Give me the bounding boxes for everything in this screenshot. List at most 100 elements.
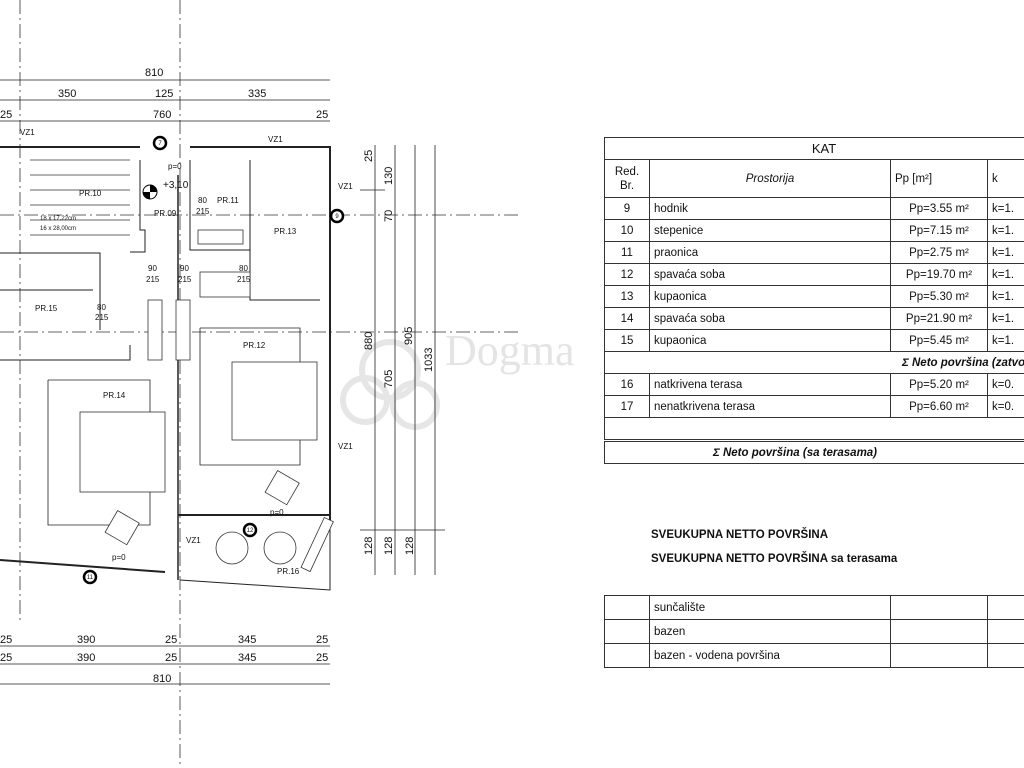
room-label-pr16: PR.16 [277, 567, 300, 576]
cell-area: Pp=19.70 m² [890, 263, 988, 286]
wall-type-label: VZ1 [338, 442, 353, 451]
door-height: 215 [237, 275, 251, 284]
marker-11: 11 [87, 575, 94, 581]
dim-top-total: 810 [145, 67, 163, 79]
cell-room: natkrivena terasa [649, 373, 891, 396]
parapet-label: p=0 [168, 162, 182, 171]
cell-room: hodnik [649, 197, 891, 220]
dim-bottom-bb: 345 [238, 652, 256, 664]
wall-type-label: VZ1 [338, 182, 353, 191]
dim-top-inner: 760 [153, 109, 171, 121]
cell-area: Pp=5.30 m² [890, 285, 988, 308]
door-height: 215 [196, 207, 210, 216]
subtotal-closed: Σ Neto površina (zatvoren [604, 351, 1024, 374]
total-with-terraces: Σ Neto površina (sa terasama) [604, 440, 1024, 464]
parapet-label: p=0 [270, 508, 284, 517]
dim-right-128a: 128 [363, 537, 375, 555]
cell-label: sunčalište [649, 595, 891, 620]
door-width: 80 [198, 196, 207, 205]
cell-room: kupaonica [649, 329, 891, 352]
dim-top-wall-left: 25 [0, 109, 12, 121]
cell-room: spavaća soba [649, 307, 891, 330]
dim-bottom-w3: 25 [316, 634, 328, 646]
cell-no: 10 [604, 219, 650, 242]
cell-empty [890, 643, 988, 668]
table-row: bazen - vodena površina [604, 643, 1024, 668]
cell-area: Pp=2.75 m² [890, 241, 988, 264]
cell-area: Pp=21.90 m² [890, 307, 988, 330]
room-label-pr11: PR.11 [217, 196, 239, 205]
cell-area: Pp=5.45 m² [890, 329, 988, 352]
room-label-pr10: PR.10 [79, 189, 102, 198]
door-width: 80 [239, 264, 248, 273]
door-height: 215 [178, 275, 192, 284]
dim-bottom-w1: 25 [0, 634, 12, 646]
cell-no: 9 [604, 197, 650, 220]
cell-no: 14 [604, 307, 650, 330]
cell-k: k=1. [987, 285, 1024, 308]
wall-type-label: VZ1 [268, 135, 283, 144]
cell-no: 17 [604, 395, 650, 418]
cell-no: 13 [604, 285, 650, 308]
cell-area: Pp=3.55 m² [890, 197, 988, 220]
cell-empty [604, 595, 650, 620]
parapet-label: p=0 [112, 553, 126, 562]
door-width: 90 [148, 264, 157, 273]
table-title: KAT [604, 137, 1024, 160]
header-area: Pp [m²] [890, 159, 988, 198]
cell-room: kupaonica [649, 285, 891, 308]
dim-right-1033: 1033 [423, 348, 435, 372]
door-width: 90 [180, 264, 189, 273]
walls [0, 146, 331, 591]
cell-empty [604, 643, 650, 668]
dim-right-880: 880 [363, 332, 375, 350]
dim-bottom-w1b: 25 [0, 652, 12, 664]
cell-label: bazen - vodena površina [649, 643, 891, 668]
dim-bottom-w3b: 25 [316, 652, 328, 664]
cell-no: 16 [604, 373, 650, 396]
table-row: bazen [604, 619, 1024, 644]
dim-top-wall-right: 25 [316, 109, 328, 121]
cell-area: Pp=5.20 m² [890, 373, 988, 396]
cell-empty [987, 595, 1024, 620]
floor-plan: Dogma 810 350 125 335 760 25 25 25 390 2… [0, 0, 575, 768]
dim-right-130: 130 [383, 167, 395, 185]
cell-empty [604, 619, 650, 644]
cell-room: praonica [649, 241, 891, 264]
dim-bottom-ab: 390 [77, 652, 95, 664]
cell-area: Pp=6.60 m² [890, 395, 988, 418]
cell-no: 12 [604, 263, 650, 286]
axis-lines [0, 0, 520, 768]
dim-right-128c: 128 [404, 537, 416, 555]
cell-no: 15 [604, 329, 650, 352]
header-room: Prostorija [649, 159, 891, 198]
cell-empty [890, 619, 988, 644]
level-label: +3,10 [163, 180, 189, 191]
cell-area: Pp=7.15 m² [890, 219, 988, 242]
header-k: k [987, 159, 1024, 198]
watermark: Dogma [445, 326, 575, 375]
room-label-pr14: PR.14 [103, 391, 126, 400]
dim-top-b: 125 [155, 88, 173, 100]
furniture [30, 159, 334, 573]
cell-room: spavaća soba [649, 263, 891, 286]
door-height: 215 [146, 275, 160, 284]
table-row: sunčalište [604, 595, 1024, 620]
cell-label: bazen [649, 619, 891, 644]
wall-type-label: VZ1 [186, 536, 201, 545]
grid-markers [82, 135, 345, 585]
terrace-total: T [604, 417, 1024, 442]
cell-k: k=0. [987, 395, 1024, 418]
dim-top-a: 350 [58, 88, 76, 100]
wall-type-label: VZ1 [20, 128, 35, 137]
cell-empty [890, 595, 988, 620]
